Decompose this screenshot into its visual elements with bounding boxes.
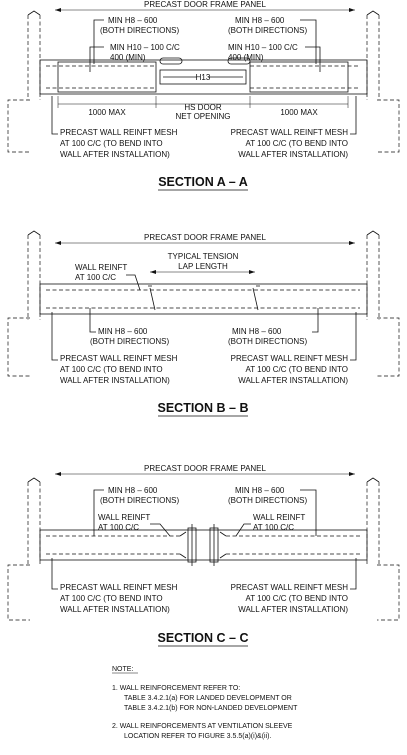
mesh-right-c-3: WALL AFTER INSTALLATION) — [238, 605, 348, 614]
mesh-left-c-1: PRECAST WALL REINFT MESH — [60, 583, 178, 592]
typical-b-1: TYPICAL TENSION — [168, 252, 239, 261]
min-400-left: 400 (MIN) — [110, 53, 146, 62]
notes: NOTE: 1. WALL REINFORCEMENT REFER TO: TA… — [112, 666, 298, 740]
mesh-left-b-2: AT 100 C/C (TO BEND INTO — [60, 365, 163, 374]
wall-reinft-c-right-2: AT 100 C/C — [253, 523, 294, 532]
panel-label-b: PRECAST DOOR FRAME PANEL — [144, 233, 267, 242]
mesh-right-c-2: AT 100 C/C (TO BEND INTO — [245, 594, 348, 603]
wall-reinft-c-left-2: AT 100 C/C — [98, 523, 139, 532]
note-1-a: 1. WALL REINFORCEMENT REFER TO: — [112, 685, 240, 692]
mesh-right-a-2: AT 100 C/C (TO BEND INTO — [245, 139, 348, 148]
mesh-left-a-3: WALL AFTER INSTALLATION) — [60, 150, 170, 159]
min-h8-left-a: MIN H8 – 600 — [108, 16, 158, 25]
hatched-column-left — [57, 61, 157, 93]
mesh-right-a-1: PRECAST WALL REINFT MESH — [231, 128, 349, 137]
dim-mid-a-1: HS DOOR — [184, 103, 222, 112]
section-b: PRECAST DOOR FRAME PANEL TYPICAL TENSION… — [7, 230, 400, 417]
min-h8-left-c: MIN H8 – 600 — [108, 486, 158, 495]
min-h8-right-b: MIN H8 – 600 — [232, 327, 282, 336]
mesh-right-b-1: PRECAST WALL REINFT MESH — [231, 354, 349, 363]
mesh-right-b-2: AT 100 C/C (TO BEND INTO — [245, 365, 348, 374]
both-dir-left-c: (BOTH DIRECTIONS) — [100, 496, 179, 505]
both-dir-right-a: (BOTH DIRECTIONS) — [228, 26, 307, 35]
h13-label: H13 — [196, 73, 211, 82]
note-2-b: LOCATION REFER TO FIGURE 3.5.5(a)(i)&(ii… — [124, 733, 271, 740]
slot-right — [227, 57, 251, 65]
both-dir-left-a: (BOTH DIRECTIONS) — [100, 26, 179, 35]
both-dir-right-c: (BOTH DIRECTIONS) — [228, 496, 307, 505]
panel-label-a: PRECAST DOOR FRAME PANEL — [144, 0, 267, 9]
min-h8-left-b: MIN H8 – 600 — [98, 327, 148, 336]
mesh-right-a-3: WALL AFTER INSTALLATION) — [238, 150, 348, 159]
min-h10-left: MIN H10 – 100 C/C — [110, 43, 180, 52]
dim-right-a: 1000 MAX — [280, 108, 318, 117]
min-h8-right-c: MIN H8 – 600 — [235, 486, 285, 495]
hatched-column-right — [249, 61, 349, 93]
mesh-left-a-1: PRECAST WALL REINFT MESH — [60, 128, 178, 137]
both-dir-right-b: (BOTH DIRECTIONS) — [228, 337, 307, 346]
section-b-title: SECTION B – B — [158, 401, 249, 415]
both-dir-left-b: (BOTH DIRECTIONS) — [90, 337, 169, 346]
slot-left — [159, 57, 183, 65]
notes-heading: NOTE: — [112, 666, 133, 673]
mesh-left-c-3: WALL AFTER INSTALLATION) — [60, 605, 170, 614]
note-1-b: TABLE 3.4.2.1(a) FOR LANDED DEVELOPMENT … — [124, 695, 292, 702]
note-1-c: TABLE 3.4.2.1(b) FOR NON-LANDED DEVELOPM… — [124, 705, 298, 712]
typical-b-2: LAP LENGTH — [178, 262, 228, 271]
section-a: PRECAST DOOR FRAME PANEL H13 MIN H8 – 60… — [7, 0, 400, 191]
wall-reinft-c-right-1: WALL REINFT — [253, 513, 305, 522]
mesh-left-c-2: AT 100 C/C (TO BEND INTO — [60, 594, 163, 603]
min-400-right: 400 (MIN) — [228, 53, 264, 62]
mesh-right-b-3: WALL AFTER INSTALLATION) — [238, 376, 348, 385]
note-2-a: 2. WALL REINFORCEMENTS AT VENTILATION SL… — [112, 723, 293, 730]
wall-reinft-b-2: AT 100 C/C — [75, 273, 116, 282]
dim-mid-a-2: NET OPENING — [176, 112, 231, 121]
min-h8-right-a: MIN H8 – 600 — [235, 16, 285, 25]
mesh-right-c-1: PRECAST WALL REINFT MESH — [231, 583, 349, 592]
section-c-title: SECTION C – C — [158, 631, 249, 645]
mesh-left-a-2: AT 100 C/C (TO BEND INTO — [60, 139, 163, 148]
section-c: PRECAST DOOR FRAME PANEL MIN H8 – 600 (B… — [7, 464, 400, 647]
wall-reinft-c-left-1: WALL REINFT — [98, 513, 150, 522]
dim-left-a: 1000 MAX — [88, 108, 126, 117]
min-h10-right: MIN H10 – 100 C/C — [228, 43, 298, 52]
mesh-left-b-3: WALL AFTER INSTALLATION) — [60, 376, 170, 385]
mesh-left-b-1: PRECAST WALL REINFT MESH — [60, 354, 178, 363]
panel-label-c: PRECAST DOOR FRAME PANEL — [144, 464, 267, 473]
section-a-title: SECTION A – A — [158, 175, 248, 189]
wall-reinft-b-1: WALL REINFT — [75, 263, 127, 272]
